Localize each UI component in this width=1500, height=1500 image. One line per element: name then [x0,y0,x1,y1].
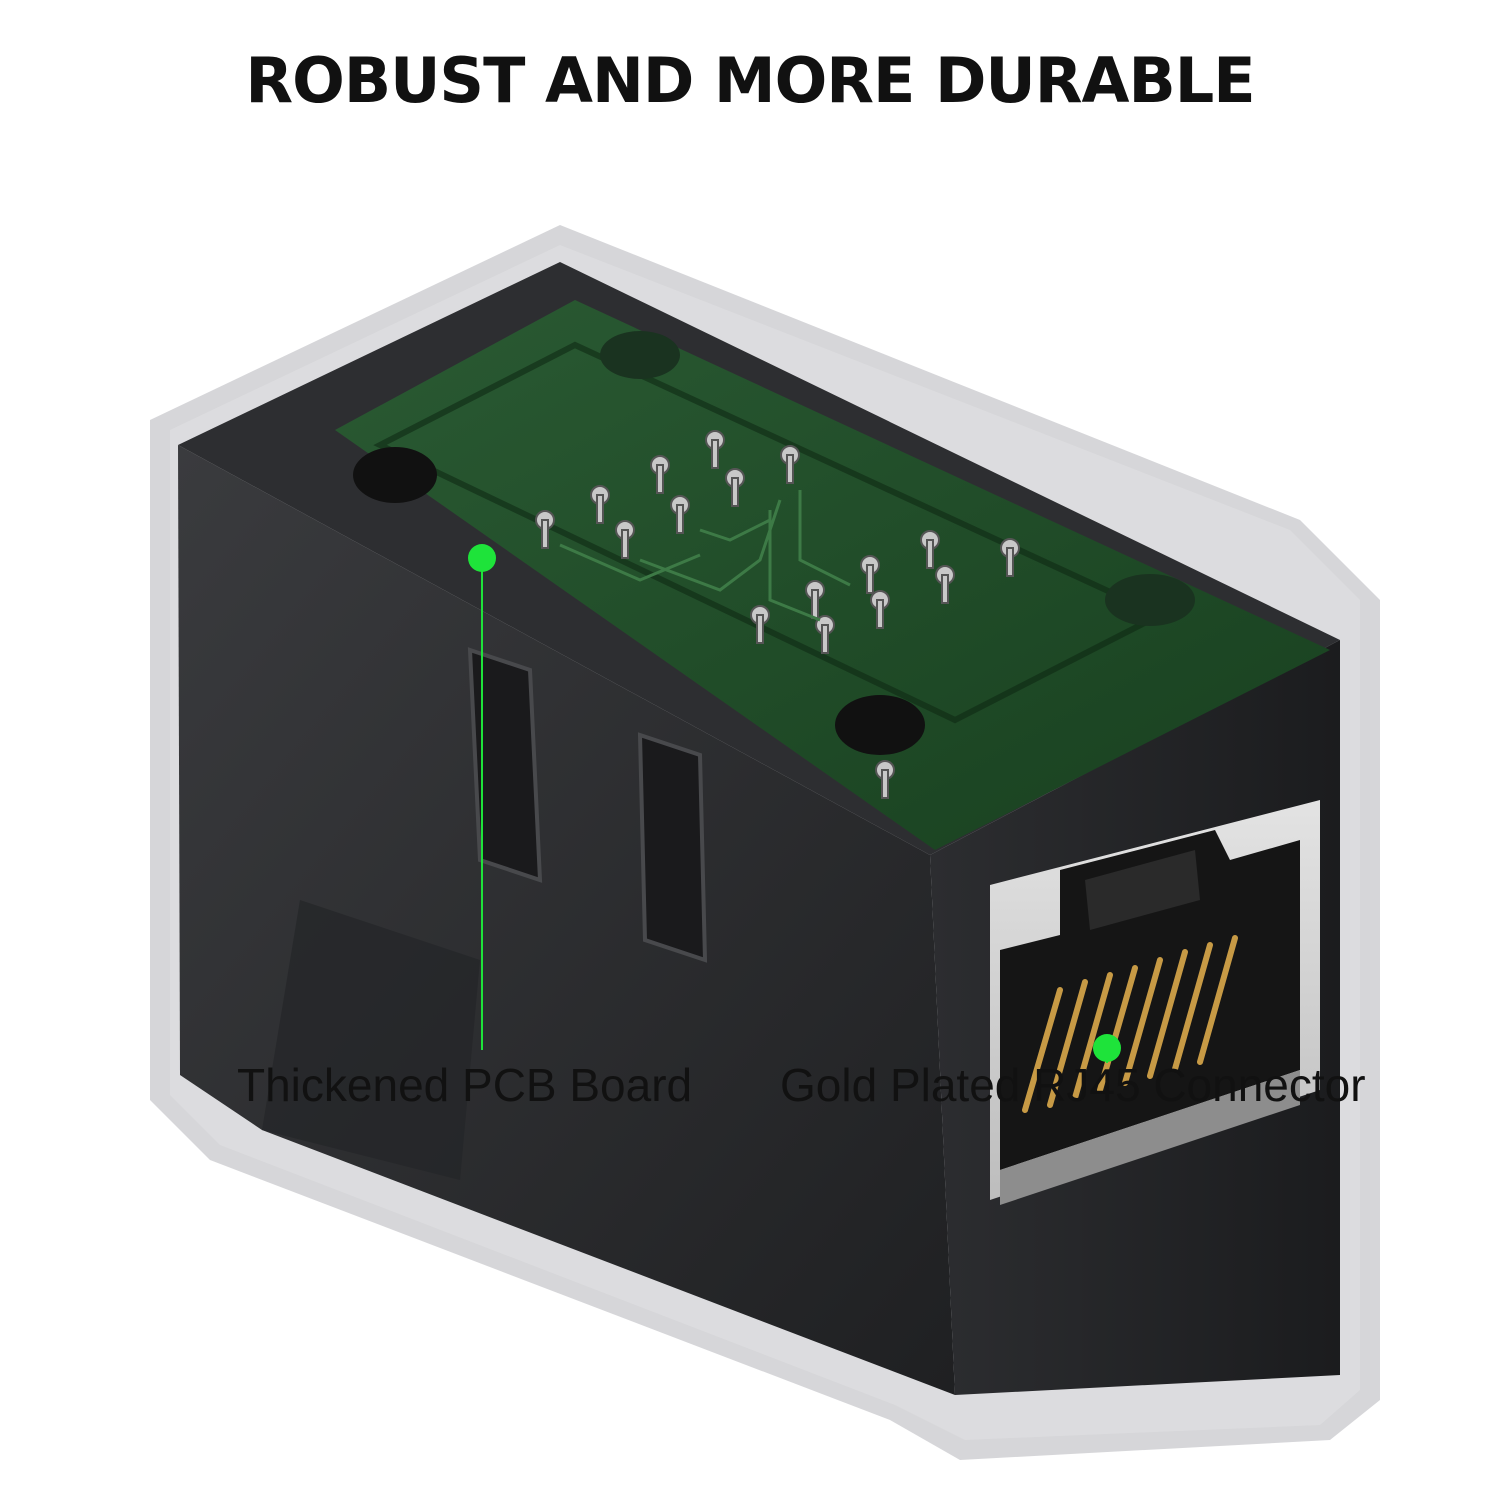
mount-hole [353,447,437,503]
rj45-port [990,800,1320,1205]
gold-contacts [1022,935,1238,1113]
pcb-traces [559,490,851,622]
pcb-pins [535,430,1020,799]
pcb-board-marker [468,544,496,572]
rj45-connector-caption: Gold Plated RJ45 Connector [780,1059,1366,1111]
rj45-connector-marker [1093,1034,1121,1062]
mount-hole [1105,574,1195,626]
pcb-board-caption: Thickened PCB Board [237,1059,693,1111]
latch-slots [467,647,708,963]
mount-hole [600,331,680,379]
headline: ROBUST AND MORE DURABLE [245,44,1255,117]
mount-hole [835,695,925,755]
